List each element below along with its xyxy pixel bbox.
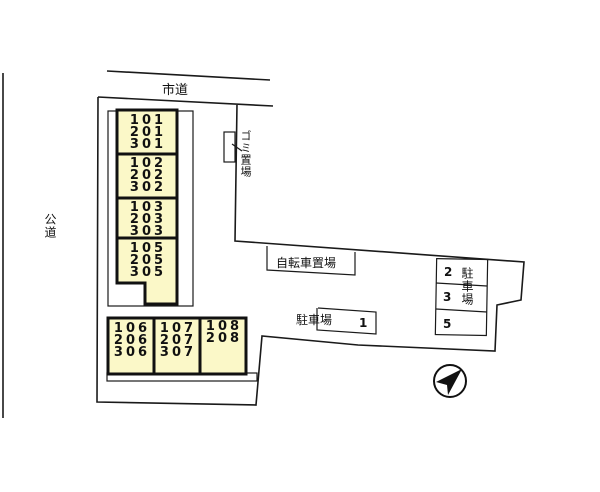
parking-side-block: [434, 257, 489, 337]
parking-space-2: 2: [444, 265, 453, 279]
building-b3: [115, 196, 179, 240]
building-b7-units: 108 208: [202, 319, 246, 346]
public-road-label: 公道: [43, 213, 57, 239]
unit-number: 207: [159, 333, 197, 348]
parking-divider-2: [435, 308, 488, 313]
unit-number: 302: [129, 180, 167, 195]
unit-number: 301: [129, 137, 167, 152]
garbage-area-box: [223, 131, 236, 163]
unit-number: 202: [129, 168, 167, 183]
parking-space-1-box: [316, 307, 377, 335]
unit-number: 101: [129, 113, 167, 128]
unit-number: 105: [129, 241, 167, 256]
parking-side-label: 駐車場: [460, 267, 474, 306]
building-b5-units: 106 206 306: [110, 321, 154, 360]
building-b4-units: 105 205 305: [121, 241, 175, 280]
building-b2-units: 102 202 302: [121, 156, 175, 195]
unit-number: 106: [113, 321, 151, 336]
unit-number: 102: [129, 156, 167, 171]
garbage-area-label: ゴミ置場: [239, 130, 252, 178]
building-b5: [106, 316, 156, 376]
parking-divider-1: [435, 282, 488, 287]
unit-number: 307: [159, 345, 197, 360]
building-b4: [115, 236, 179, 306]
building-b6-units: 107 207 307: [156, 321, 200, 360]
unit-number: 201: [129, 125, 167, 140]
building-b6: [152, 316, 202, 376]
unit-number: 305: [129, 265, 167, 280]
parking-space-3: 3: [443, 290, 452, 304]
parking-main-label: 駐車場: [296, 313, 333, 327]
building-b7: [198, 316, 248, 376]
unit-number: 203: [129, 212, 167, 227]
parking-space-1: 1: [359, 316, 368, 330]
building-b1-units: 101 201 301: [121, 113, 175, 152]
city-road-label: 市道: [162, 83, 189, 98]
unit-number: 108: [205, 319, 243, 334]
unit-number: 303: [129, 224, 167, 239]
bicycle-parking-label: 自転車置場: [276, 256, 337, 270]
unit-number: 206: [113, 333, 151, 348]
building-b1: [115, 108, 179, 156]
unit-number: 107: [159, 321, 197, 336]
unit-number: 205: [129, 253, 167, 268]
unit-number: 103: [129, 200, 167, 215]
building-b2: [115, 152, 179, 200]
garbage-leader-line: [231, 143, 243, 152]
unit-number: 306: [113, 345, 151, 360]
city-road-line: [106, 70, 271, 81]
parking-space-5: 5: [443, 317, 452, 331]
site-boundary: [96, 96, 525, 406]
bicycle-parking-box: [266, 246, 356, 276]
unit-number: 208: [205, 331, 243, 346]
building-b3-units: 103 203 303: [121, 200, 175, 239]
north-arrow-icon: [433, 364, 467, 398]
